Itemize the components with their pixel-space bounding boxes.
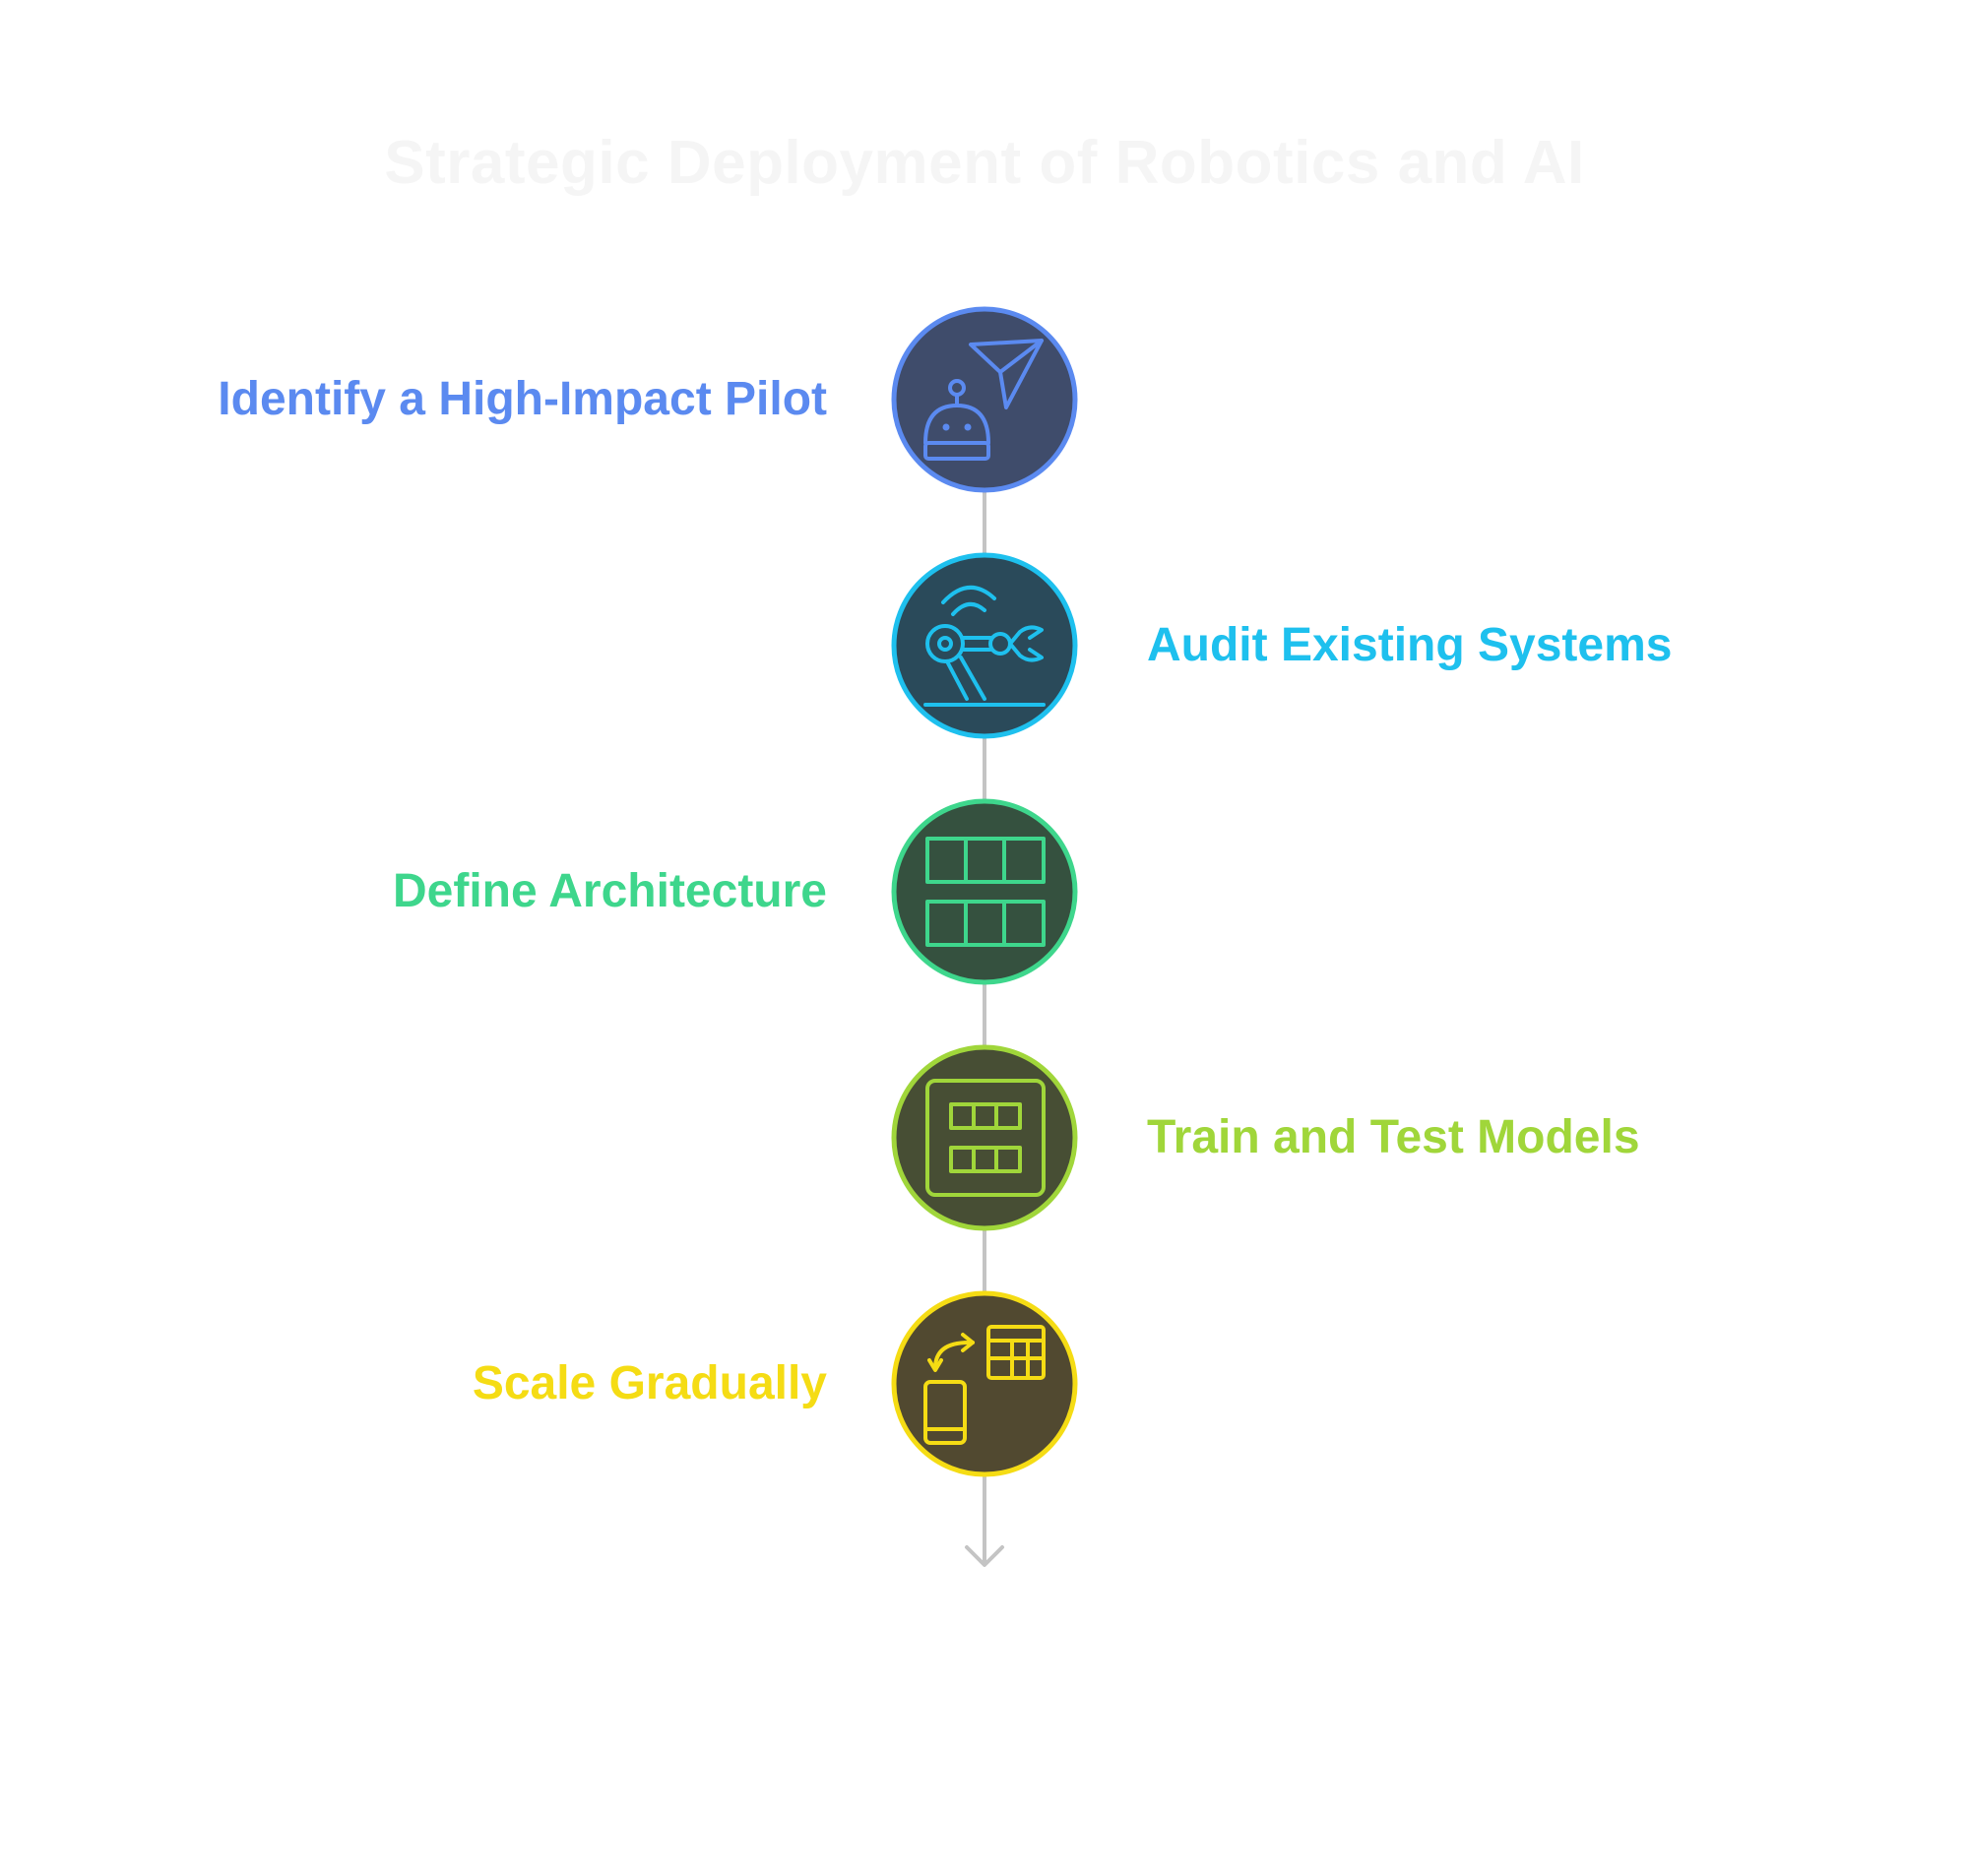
step-node-1 (891, 306, 1078, 493)
robot-pointer-icon (923, 339, 1044, 461)
step-label-1: Identify a High-Impact Pilot (218, 373, 827, 425)
diagram-title: Strategic Deployment of Robotics and AI (384, 129, 1585, 197)
arrow-down-icon (965, 1545, 1004, 1567)
model-panel-icon (925, 1079, 1046, 1197)
step-node-2 (891, 552, 1078, 739)
step-node-3 (891, 798, 1078, 985)
robot-arm-icon (923, 585, 1046, 707)
step-label-4: Train and Test Models (1147, 1111, 1640, 1163)
step-node-4 (891, 1044, 1078, 1231)
grid-blocks-icon (925, 837, 1046, 947)
step-label-2: Audit Existing Systems (1147, 619, 1673, 671)
step-node-5 (891, 1290, 1078, 1477)
device-to-table-icon (923, 1325, 1046, 1445)
step-label-5: Scale Gradually (472, 1357, 827, 1409)
step-label-3: Define Architecture (393, 865, 827, 917)
